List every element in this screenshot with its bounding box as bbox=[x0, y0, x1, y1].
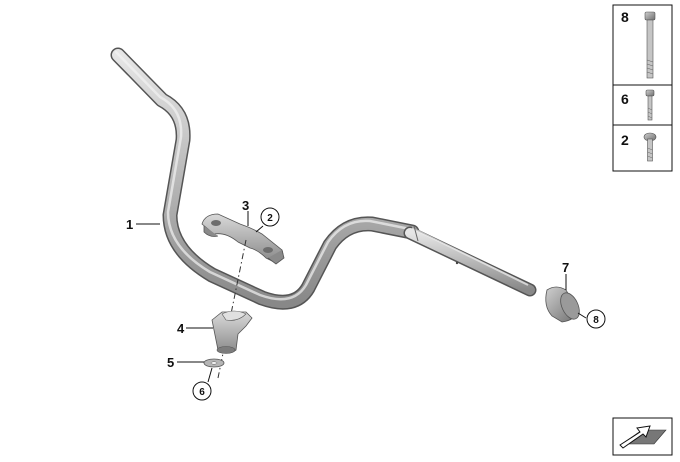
callout-2: 2 bbox=[267, 213, 273, 224]
upper-clamp bbox=[201, 213, 285, 265]
panel-label-6: 6 bbox=[621, 91, 629, 107]
navigation-arrow-icon[interactable] bbox=[612, 417, 673, 456]
panel-label-2: 2 bbox=[621, 132, 629, 148]
panel-label-8: 8 bbox=[621, 9, 629, 25]
screw-icon bbox=[644, 11, 656, 79]
screw-icon bbox=[645, 89, 655, 121]
assembly-axis-line bbox=[217, 239, 247, 379]
callout-4: 4 bbox=[177, 321, 185, 336]
callout-6: 6 bbox=[199, 387, 205, 398]
riser bbox=[211, 310, 253, 354]
callout-7: 7 bbox=[562, 260, 569, 275]
washer bbox=[203, 358, 225, 368]
fastener-panel: 8 6 2 bbox=[612, 4, 673, 172]
callout-6-circled: 6 bbox=[192, 381, 212, 401]
callout-1: 1 bbox=[126, 217, 133, 232]
callout-8: 8 bbox=[593, 315, 599, 326]
callout-8-circled: 8 bbox=[586, 309, 606, 329]
handlebar bbox=[110, 47, 537, 310]
bar-end-weight bbox=[545, 286, 580, 323]
callout-5: 5 bbox=[167, 355, 174, 370]
leader-lines bbox=[136, 211, 587, 383]
callout-2-circled: 2 bbox=[260, 207, 280, 227]
bolt-icon bbox=[643, 132, 657, 162]
callout-3: 3 bbox=[242, 198, 249, 213]
